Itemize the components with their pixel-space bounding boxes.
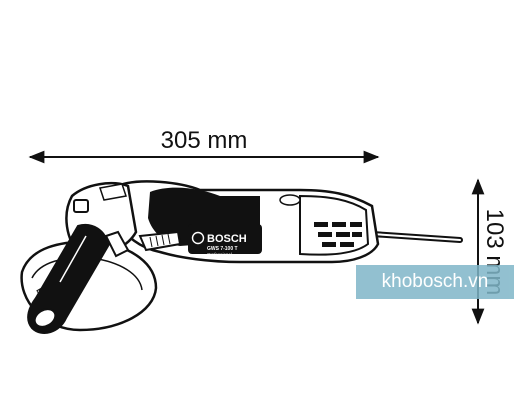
side-handle <box>27 224 130 334</box>
height-dimension: 103 mm <box>471 178 508 325</box>
model-name: GWS 7-100 T <box>207 246 238 252</box>
length-label: 305 mm <box>161 127 248 154</box>
power-cord <box>369 231 463 243</box>
length-dimension: 305 mm <box>28 127 380 164</box>
watermark-banner: khobosch.vn <box>356 265 514 299</box>
product-line: Professional <box>207 252 233 257</box>
brand-logo: BOSCH <box>207 233 247 245</box>
motor-housing: BOSCH GWS 7-100 T Professional <box>116 180 380 264</box>
